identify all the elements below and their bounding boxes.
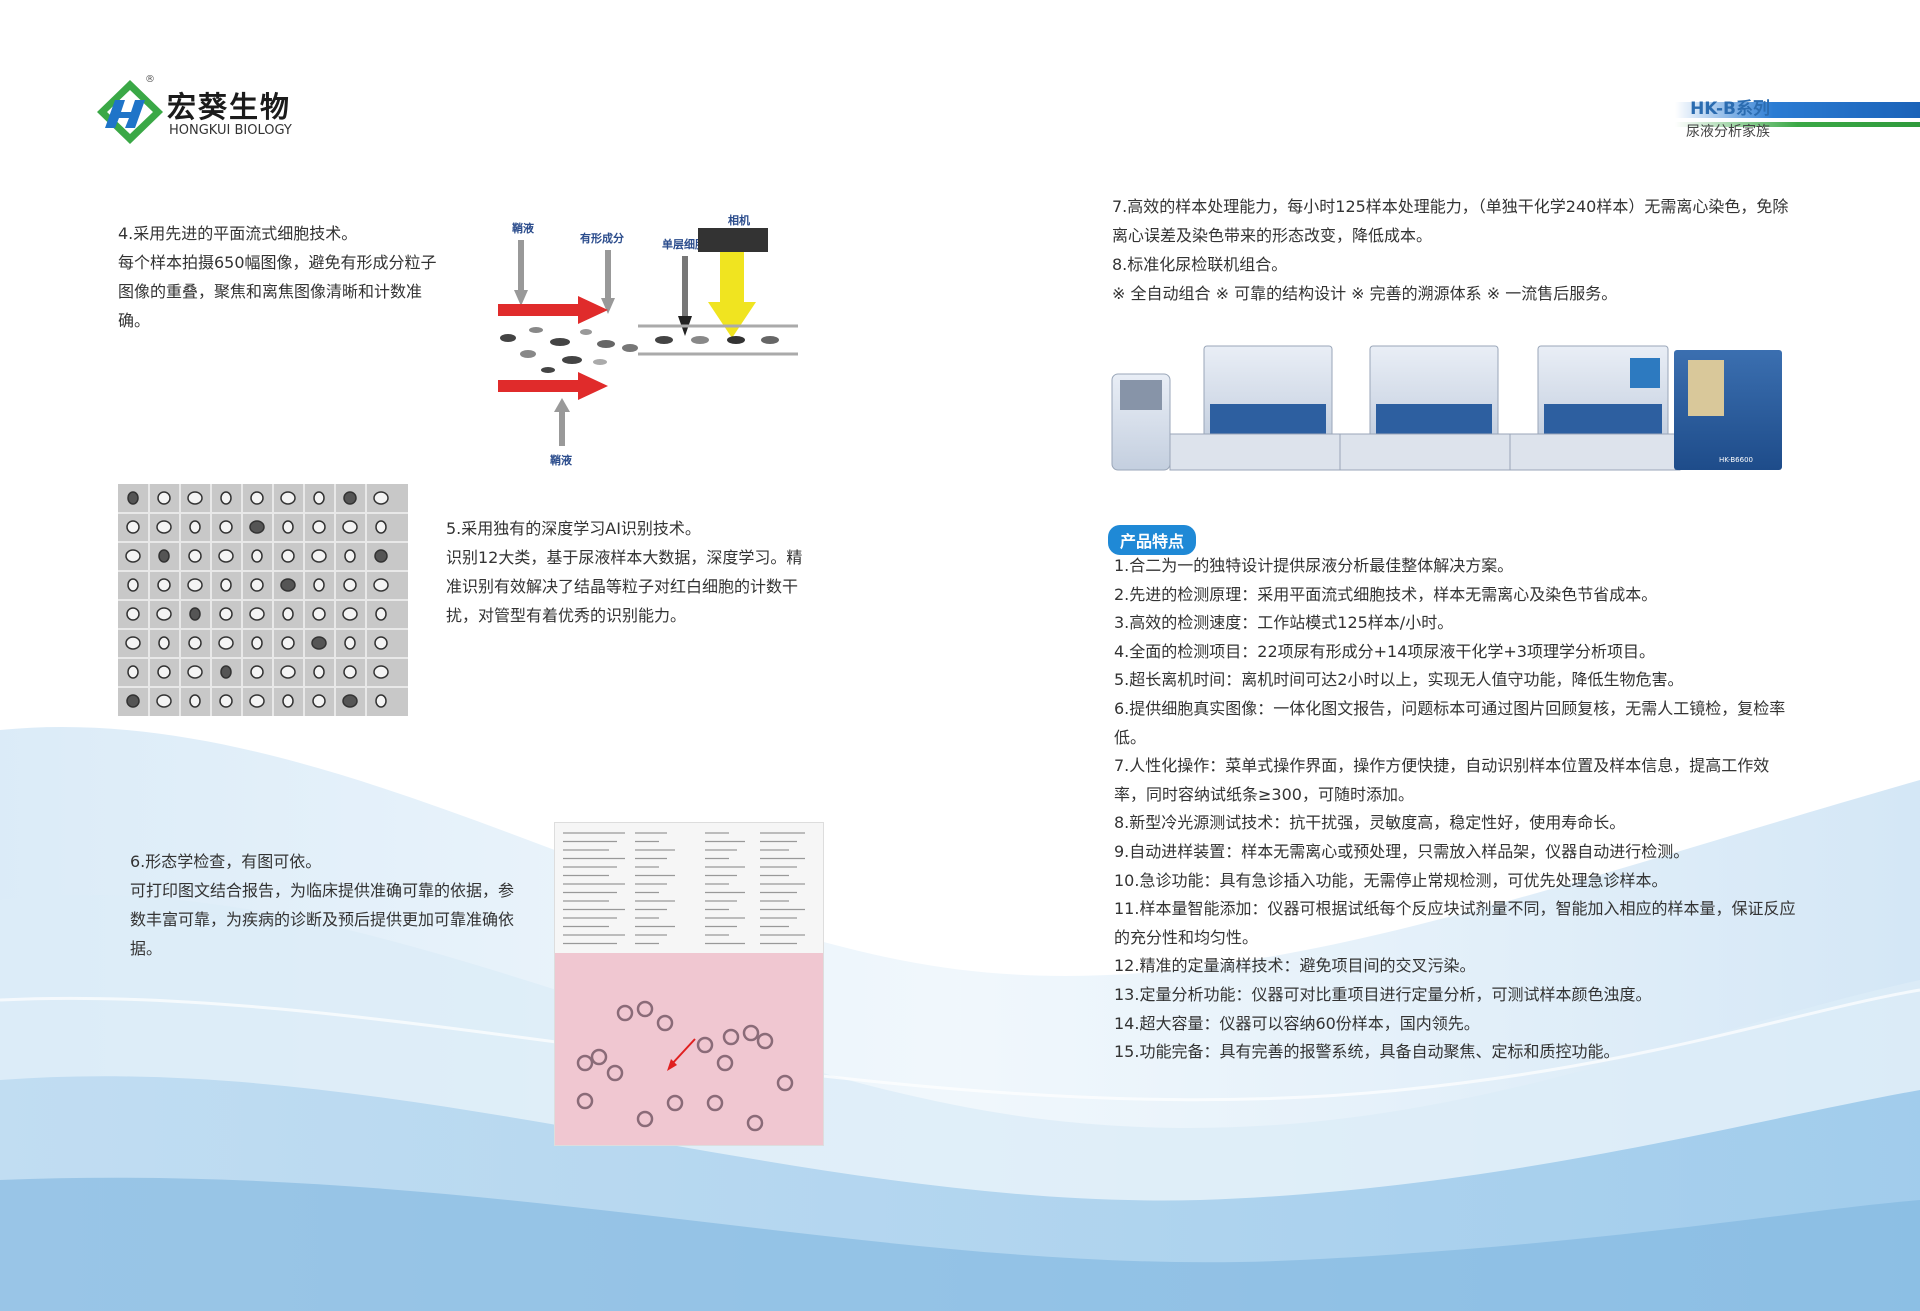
section-4-body: 每个样本拍摄650幅图像，避免有形成分粒子图像的重叠，聚焦和离焦图像清晰和计数准… [118,253,437,330]
feature-item: 1.合二为一的独特设计提供尿液分析最佳整体解决方案。 [1114,556,1514,575]
analyzer-unit-4: HK-B6600 [1674,350,1782,470]
feature-item: 8.新型冷光源测试技术：抗干扰强，灵敏度高，稳定性好，使用寿命长。 [1114,813,1626,833]
feature-item: 5.超长离机时间：离机时间可达2小时以上，实现无人值守功能，降低生物危害。 [1114,670,1684,690]
feature-item: 14.超大容量：仪器可以容纳60份样本，国内领先。 [1114,1013,1480,1033]
series-subtitle: 尿液分析家族 [1686,124,1770,140]
feature-item: 11.样本量智能添加：仪器可根据试纸每个反应块试剂量不同，智能加入相应的样本量，… [1114,899,1796,947]
diagram-label-formed: 有形成分 [580,231,624,245]
microscopy-image [555,953,823,1145]
analyzer-unit-3 [1509,345,1681,471]
feature-item: 9.自动进样装置：样本无需离心或预处理，只需放入样品架，仪器自动进行检测。 [1114,841,1690,861]
section-6-title: 6.形态学检查，有图可依。 [130,852,322,871]
section-6-body: 可打印图文结合报告，为临床提供准确可靠的依据，参数丰富可靠，为疾病的诊断及预后提… [130,881,515,958]
brand-name-en: HONGKUI BIOLOGY [169,123,292,138]
section-8-text: 8.标准化尿检联机组合。 [1112,255,1288,274]
section-8-highlights: ※ 全自动组合 ※ 可靠的结构设计 ※ 完善的溯源体系 ※ 一流售后服务。 [1112,284,1618,303]
feature-item: 13.定量分析功能：仪器可对比重项目进行定量分析，可测试样本颜色浊度。 [1114,984,1652,1004]
hongkui-logo-icon [97,80,163,144]
section-7-8: 7.高效的样本处理能力，每小时125样本处理能力，（单独干化学240样本）无需离… [1112,192,1792,308]
features-badge: 产品特点 [1108,525,1197,555]
feature-item: 6.提供细胞真实图像：一体化图文报告，问题标本可通过图片回顾复核，无需人工镜检，… [1114,698,1786,747]
section-4: 4.采用先进的平面流式细胞技术。 每个样本拍摄650幅图像，避免有形成分粒子图像… [118,219,438,335]
series-accent-bar [1675,102,1920,127]
camera-box [698,228,768,252]
report-printout [555,823,823,953]
graphic-report-photo [554,822,824,1146]
brand-name-cn: 宏葵生物 [167,90,292,124]
diagram-label-monolayer: 单层细胞 [662,237,706,251]
section-7-text: 7.高效的样本处理能力，每小时125样本处理能力，（单独干化学240样本）无需离… [1112,197,1789,245]
section-5-title: 5.采用独有的深度学习AI识别技术。 [446,519,701,538]
analyzer-lineup-image: HK-B6600 [1111,345,1782,471]
series-title: HK-B系列 [1690,99,1770,119]
series-header: HK-B系列 尿液分析家族 [1686,94,1770,141]
analyzer-unit-2 [1339,345,1511,471]
feature-item: 10.急诊功能：具有急诊插入功能，无需停止常规检测，可优先处理急诊样本。 [1114,870,1668,890]
feature-item: 15.功能完备：具有完善的报警系统，具备自动聚焦、定标和质控功能。 [1114,1042,1620,1062]
machine-model-label: HK-B6600 [1719,456,1753,464]
flow-cell-diagram: 鞘液 有形成分 单层细胞 相机 鞘液 [498,214,798,467]
brand-logo: ® 宏葵生物 HONGKUI BIOLOGY [95,74,325,148]
particles [500,327,638,373]
feature-item: 2.先进的检测原理：采用平面流式细胞技术，样本无需离心及染色节省成本。 [1114,584,1658,604]
diagram-label-sheath-bottom: 鞘液 [550,453,573,467]
feature-item: 3.高效的检测速度：工作站模式125样本/小时。 [1114,613,1454,633]
feature-item: 4.全面的检测项目：22项尿有形成分+14项尿液干化学+3项理学分析项目。 [1114,641,1655,661]
section-6: 6.形态学检查，有图可依。 可打印图文结合报告，为临床提供准确可靠的依据，参数丰… [130,847,520,963]
feature-item: 7.人性化操作：菜单式操作界面，操作方便快捷，自动识别样本位置及样本信息，提高工… [1114,756,1770,804]
features-list: 1.合二为一的独特设计提供尿液分析最佳整体解决方案。 2.先进的检测原理：采用平面… [1114,552,1798,1067]
analyzer-unit-1 [1169,345,1341,471]
section-5-body: 识别12大类，基于尿液样本大数据，深度学习。精准识别有效解决了结晶等粒子对红白细… [446,548,803,625]
cell-grid-photo [118,484,408,716]
section-4-title: 4.采用先进的平面流式细胞技术。 [118,224,358,243]
feature-item: 12.精准的定量滴样技术：避免项目间的交叉污染。 [1114,956,1476,976]
diagram-label-sheath-top: 鞘液 [512,221,535,235]
section-5: 5.采用独有的深度学习AI识别技术。 识别12大类，基于尿液样本大数据，深度学习… [446,514,816,630]
registered-mark: ® [145,74,155,85]
diagram-label-camera: 相机 [728,214,750,227]
